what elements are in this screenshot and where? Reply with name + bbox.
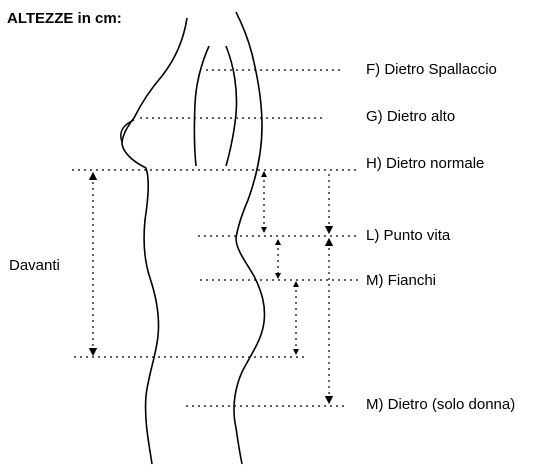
label-G: G) Dietro alto — [366, 108, 456, 125]
front-label: Davanti — [9, 257, 60, 274]
label-M-hips: M) Fianchi — [366, 272, 437, 289]
front-profile-outline — [121, 17, 188, 465]
label-F: F) Dietro Spallaccio — [366, 61, 497, 78]
arm-back-outline — [225, 45, 238, 167]
label-M-back: M) Dietro (solo donna) — [366, 396, 516, 413]
page-title: ALTEZZE in cm: — [7, 10, 122, 27]
label-L: L) Punto vita — [366, 227, 451, 244]
label-H: H) Dietro normale — [366, 155, 485, 172]
arm-front-outline — [193, 45, 210, 167]
back-profile-outline — [233, 11, 266, 465]
breast-outline — [120, 119, 135, 143]
